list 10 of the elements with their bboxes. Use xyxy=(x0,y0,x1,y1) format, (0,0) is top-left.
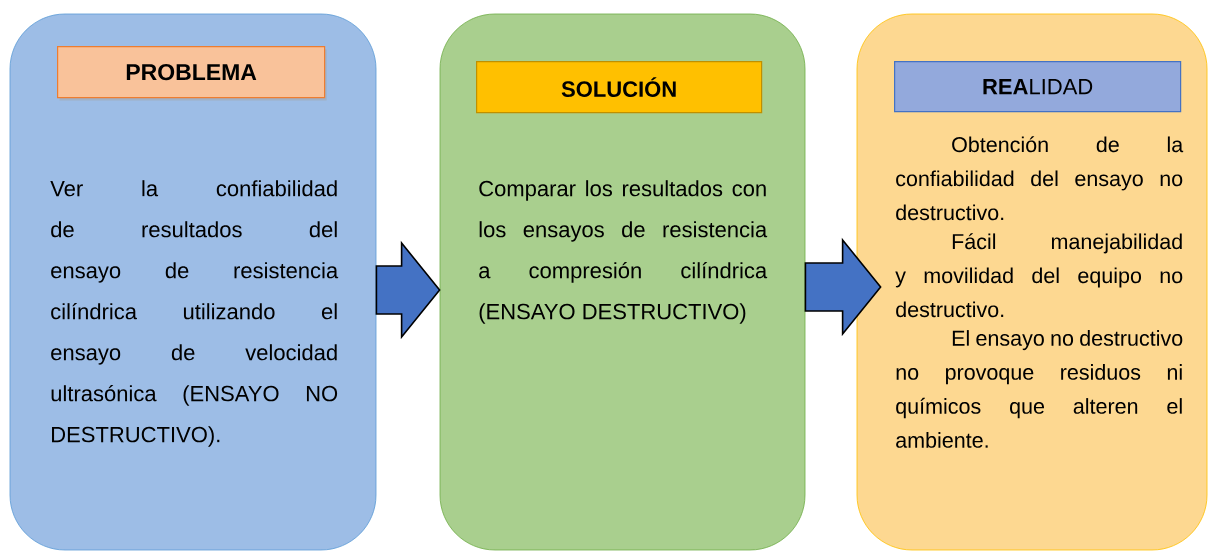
body-text: Ver la confiabilidad de resultados del ensayo de resistencia cilíndrica utilizando el ensayo de velocidad ultrasónica (ENSAYO NO DESTRUCTIVO). xyxy=(50,180,339,447)
body-text: Fácil manejabilidad y movilidad del equipo no destructivo. xyxy=(895,233,1183,318)
body-text: El ensayo no destructivo no provoque residuos ni químicos que alteren el ambiente. xyxy=(896,330,1183,448)
header-box: SOLUCIÓN xyxy=(476,61,763,114)
header-box: REALIDAD xyxy=(894,61,1182,113)
body-text: Comparar los resultados con los ensayos de resistencia a compresión cilíndrica (ENSAYO DESTRUCTIVO) xyxy=(479,180,768,324)
block-arrow xyxy=(375,240,441,340)
block-arrow xyxy=(804,237,882,337)
body-text: Obtención de la confiabilidad del ensayo no destructivo. xyxy=(896,136,1184,221)
header-box: PROBLEMA xyxy=(57,46,327,101)
